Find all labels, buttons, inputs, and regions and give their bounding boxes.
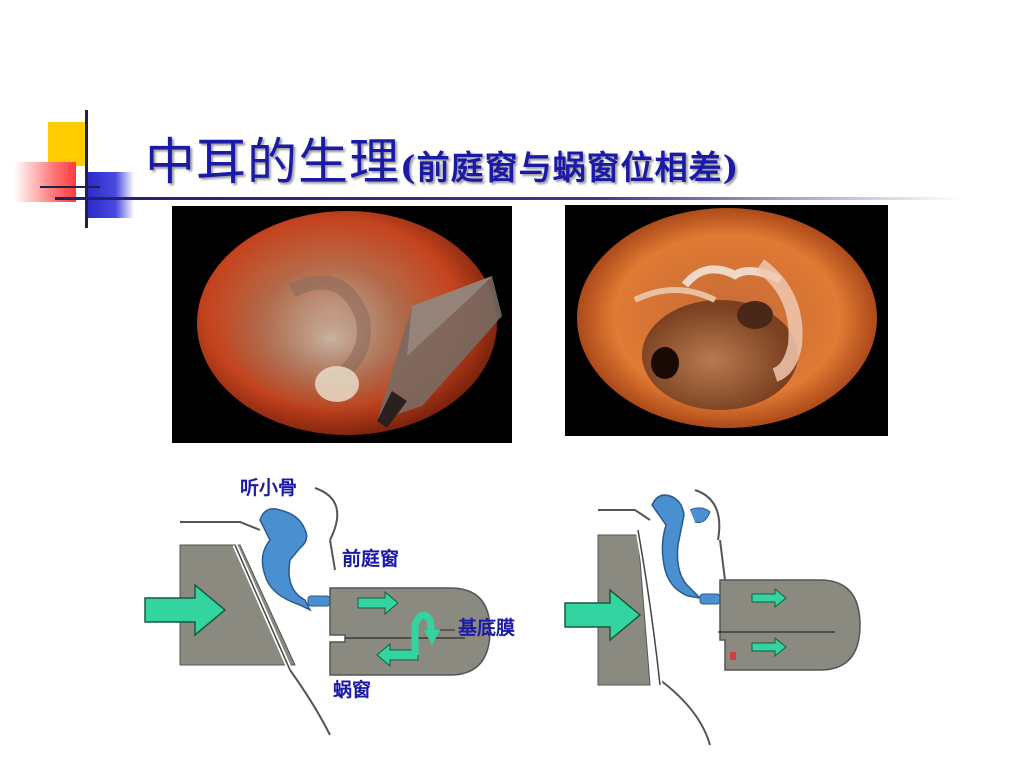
decor-horizontal-line (40, 186, 100, 188)
flow-arrow-upper-2 (751, 587, 787, 609)
cochlea-shape-2 (719, 579, 861, 671)
flow-arrow-upper (357, 590, 399, 616)
phase-diagram-left: 听小骨 前庭窗 基底膜 蜗窗 (144, 476, 515, 736)
flow-arrow-lower (376, 642, 419, 668)
title-divider (55, 197, 960, 200)
decor-yellow-square (48, 122, 86, 166)
label-basilar-membrane: 基底膜 (457, 616, 515, 639)
sound-input-arrow-2 (564, 588, 642, 642)
eardrum-image (197, 211, 502, 435)
decor-blue-square (88, 172, 134, 218)
decor-vertical-line (85, 110, 88, 228)
flow-arrow-curve (411, 611, 436, 655)
title-subtitle: (前庭窗与蜗窗位相差) (400, 148, 740, 187)
ear-canal-block (179, 544, 296, 666)
phase-diagram-right (564, 489, 861, 746)
label-round-window: 蜗窗 (333, 678, 371, 701)
middle-ear-image (577, 208, 877, 428)
otoscope-photo-left (172, 206, 512, 443)
ossicles-shape (259, 508, 312, 612)
flow-arrow-lower-2 (751, 636, 787, 658)
cochlea-shape (329, 587, 491, 676)
label-oval-window: 前庭窗 (342, 547, 399, 570)
decor-red-square (14, 162, 76, 202)
ossicles-shape-2 (651, 494, 703, 600)
otoscope-photo-right (565, 205, 888, 436)
label-ossicles: 听小骨 (240, 476, 297, 499)
title-text: 中耳的生理 (145, 133, 400, 191)
page-title: 中耳的生理(前庭窗与蜗窗位相差) (145, 122, 739, 194)
sound-input-arrow (144, 583, 227, 637)
